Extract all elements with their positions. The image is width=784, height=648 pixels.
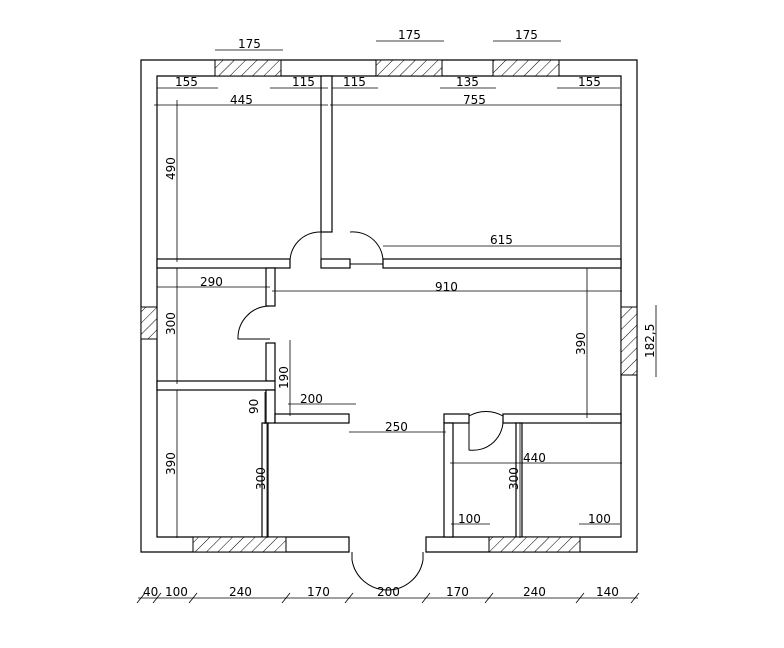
window-bottom-2	[488, 536, 581, 553]
dim-side-window: 182,5	[643, 324, 657, 358]
window-right	[620, 306, 638, 376]
dim-lower-440: 440	[523, 451, 546, 465]
dim-small-290: 290	[200, 275, 223, 289]
door-room1	[289, 231, 322, 265]
dim-hall-390: 390	[574, 332, 588, 355]
dim-room1-height: 490	[164, 157, 178, 180]
dim-offset-1: 155	[175, 75, 198, 89]
dim-hall-910: 910	[435, 280, 458, 294]
window-bottom-1	[192, 536, 287, 553]
dim-bottom-8: 140	[596, 585, 619, 599]
door-entrance	[351, 552, 424, 591]
dim-hall-90: 90	[247, 399, 261, 414]
dim-hall-250: 250	[385, 420, 408, 434]
dim-bottom-7: 240	[523, 585, 546, 599]
dim-bottom-1: 40	[143, 585, 158, 599]
door-room2	[349, 231, 384, 265]
dim-hall-190: 190	[277, 366, 291, 389]
dim-lower-300-right: 300	[507, 467, 521, 490]
dim-top-window-3: 175	[515, 28, 538, 42]
window-top-1	[214, 59, 282, 77]
interior-walls	[156, 75, 622, 538]
doors	[237, 231, 504, 591]
dim-bottom-5: 200	[377, 585, 400, 599]
dim-top-window-1: 175	[238, 37, 261, 51]
dim-room2-width: 755	[463, 93, 486, 107]
dim-hall-615: 615	[490, 233, 513, 247]
window-top-2	[375, 59, 443, 77]
dim-top-window-2: 175	[398, 28, 421, 42]
dim-bottom-2: 100	[165, 585, 188, 599]
door-bath	[468, 410, 504, 451]
dim-room1-width: 445	[230, 93, 253, 107]
dim-offset-2: 115	[292, 75, 315, 89]
door-small-room	[237, 305, 271, 340]
window-left	[140, 306, 158, 340]
dim-lower-100-left: 100	[458, 512, 481, 526]
dim-bottom-4: 170	[307, 585, 330, 599]
dim-lower-100-right: 100	[588, 512, 611, 526]
window-top-3	[492, 59, 560, 77]
windows	[140, 59, 638, 553]
outer-walls	[140, 59, 638, 553]
dim-bottom-6: 170	[446, 585, 469, 599]
dim-lower-300-left: 300	[254, 467, 268, 490]
dim-offset-3: 115	[343, 75, 366, 89]
dimension-lines	[136, 40, 657, 604]
dim-offset-4: 135	[456, 75, 479, 89]
dim-lower-390: 390	[164, 452, 178, 475]
dim-bottom-3: 240	[229, 585, 252, 599]
dimension-labels: 175 175 175 155 115 115 135 155 445 755 …	[143, 28, 657, 599]
dim-small-300: 300	[164, 312, 178, 335]
dim-hall-200: 200	[300, 392, 323, 406]
dim-offset-5: 155	[578, 75, 601, 89]
